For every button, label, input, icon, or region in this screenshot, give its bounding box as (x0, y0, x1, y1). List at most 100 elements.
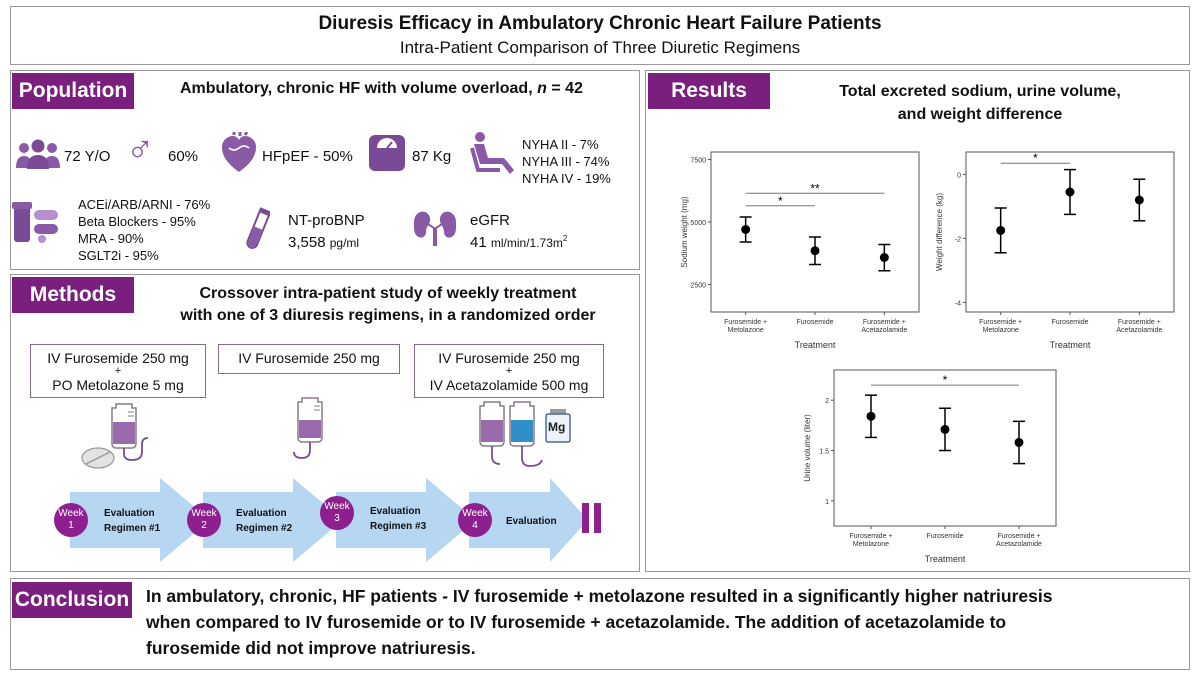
med-acei: ACEi/ARB/ARNI - 76% (78, 197, 211, 212)
people-icon (16, 139, 60, 169)
data-point (996, 225, 1006, 235)
x-tick-label: Acetazolamide (996, 541, 1042, 548)
conclusion-tag: Conclusion (12, 582, 132, 618)
iv-bag-icon (293, 397, 323, 459)
x-tick-label: Metolazone (983, 327, 1019, 334)
y-tick-label: 1 (825, 499, 829, 506)
significance-label: * (778, 194, 783, 208)
x-tick-label: Furosemide (1052, 319, 1089, 326)
egfr-unit: ml/min/1.73m (490, 236, 563, 250)
pill-tablet-icon (81, 447, 115, 469)
x-tick-label: Furosemide + (979, 319, 1022, 326)
kidney-icon (414, 211, 456, 246)
data-point (1014, 437, 1024, 447)
data-point (810, 246, 820, 256)
y-tick-label: 2500 (690, 283, 706, 290)
results-tag: Results (648, 73, 770, 109)
methods-tag: Methods (12, 277, 134, 313)
conclusion-text: In ambulatory, chronic, HF patients - IV… (146, 586, 1053, 658)
main-subtitle: Intra-Patient Comparison of Three Diuret… (399, 38, 801, 57)
meds-list: ACEi/ARB/ARNI - 76% Beta Blockers - 95% … (78, 196, 210, 264)
x-tick-label: Furosemide (927, 533, 964, 540)
regimen-box-1: IV Furosemide 250 mg + PO Metolazone 5 m… (30, 344, 206, 398)
egfr-label: eGFR (470, 212, 511, 229)
egfr-value-line: 41 ml/min/1.73m2 (470, 234, 567, 251)
x-tick-label: Acetazolamide (861, 327, 907, 334)
data-point (1065, 187, 1075, 197)
y-axis-label: Weight difference (kg) (935, 193, 944, 271)
methods-heading: Crossover intra-patient study of weekly … (180, 285, 596, 324)
nyha-iv: NYHA IV - 19% (522, 171, 611, 186)
data-point (940, 424, 950, 434)
ntprobnp-unit: pg/ml (329, 236, 360, 250)
results-heading: Total excreted sodium, urine volume, and… (839, 83, 1121, 123)
significance-label: * (1033, 151, 1038, 165)
ntprobnp-value: 3,558 (288, 234, 326, 251)
population-heading: Ambulatory, chronic HF with volume overl… (180, 80, 583, 97)
x-axis-label: Treatment (795, 340, 836, 350)
significance-label: ** (810, 181, 820, 195)
hfpef-value: HFpEF - 50% (262, 148, 353, 165)
y-tick-label: 7500 (690, 158, 706, 165)
x-tick-label: Furosemide + (724, 319, 767, 326)
x-axis-label: Treatment (925, 554, 966, 564)
egfr-value: 41 (470, 234, 487, 251)
significance-label: * (943, 373, 948, 387)
age-value: 72 Y/O (64, 148, 111, 165)
timeline-arrows (70, 478, 601, 562)
regimen-box-3: IV Furosemide 250 mg + IV Acetazolamide … (414, 344, 604, 398)
y-tick-label: -2 (955, 236, 961, 243)
med-mra: MRA - 90% (78, 231, 144, 246)
blood-tube-icon (246, 207, 270, 249)
x-tick-label: Furosemide + (850, 533, 893, 540)
population-tag: Population (12, 73, 134, 109)
data-point (1134, 195, 1144, 205)
iv-bag-icon (111, 403, 149, 461)
scale-icon (369, 135, 405, 171)
iv-bag-icon (479, 401, 505, 465)
week-4-label: Evaluation (506, 516, 557, 527)
y-axis-label: Sodium weight (mg) (680, 196, 689, 267)
mg-label: Mg (548, 420, 566, 434)
x-tick-label: Furosemide + (863, 319, 906, 326)
header-box: Diuresis Efficacy in Ambulatory Chronic … (10, 6, 1190, 65)
nyha-list: NYHA II - 7% NYHA III - 74% NYHA IV - 19… (522, 136, 611, 187)
conclusion-panel (10, 578, 1190, 670)
heart-icon (222, 132, 256, 172)
male-icon: ♂ (126, 129, 155, 171)
regimen-box-2: IV Furosemide 250 mg (218, 344, 400, 374)
y-axis-label: Urine volume (liter) (803, 414, 812, 482)
x-axis-label: Treatment (1050, 340, 1091, 350)
recliner-icon (470, 132, 514, 174)
y-tick-label: -4 (955, 300, 961, 307)
med-sglt2i: SGLT2i - 95% (78, 248, 159, 263)
ntprobnp-label: NT-proBNP (288, 212, 365, 229)
pills-icon (12, 202, 58, 243)
weight-value: 87 Kg (412, 148, 452, 165)
egfr-unit-sup: 2 (562, 234, 568, 243)
y-tick-label: 1.5 (819, 449, 829, 456)
x-tick-label: Metolazone (728, 327, 764, 334)
y-tick-label: 0 (957, 172, 961, 179)
data-point (741, 225, 751, 234)
y-tick-label: 2 (825, 398, 829, 405)
nyha-iii: NYHA III - 74% (522, 154, 610, 169)
x-tick-label: Furosemide + (998, 533, 1041, 540)
med-bb: Beta Blockers - 95% (78, 214, 196, 229)
data-point (879, 253, 889, 262)
male-value: 60% (168, 148, 199, 165)
x-tick-label: Furosemide + (1118, 319, 1161, 326)
y-tick-label: 5000 (690, 220, 706, 227)
nyha-ii: NYHA II - 7% (522, 137, 599, 152)
main-title: Diuresis Efficacy in Ambulatory Chronic … (318, 13, 882, 34)
x-tick-label: Metolazone (853, 541, 889, 548)
iv-bag-blue-icon (509, 401, 543, 467)
